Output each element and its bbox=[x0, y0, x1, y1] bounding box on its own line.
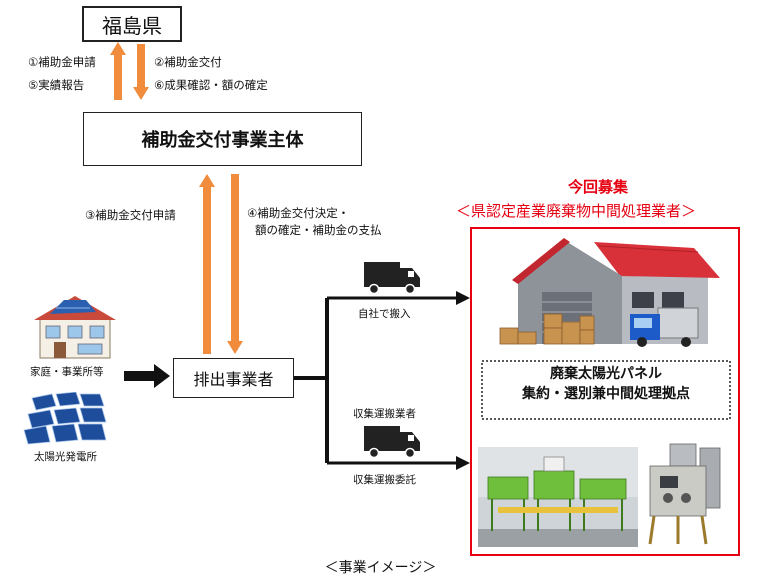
fukushima-prefecture-box: 福島県 bbox=[82, 6, 182, 42]
hub-label-frame bbox=[481, 360, 731, 420]
subsidy-entity-box: 補助金交付事業主体 bbox=[83, 112, 362, 166]
diagram-caption: ＜事業イメージ＞ bbox=[324, 560, 437, 576]
recruit-title: 今回募集 bbox=[568, 178, 629, 196]
hub-label-line2: 集約・選別兼中間処理拠点 bbox=[522, 386, 690, 403]
self-transport-label: 自社で搬入 bbox=[358, 308, 411, 320]
solar-panel-icon bbox=[22, 392, 114, 446]
arrow-up-grant-application bbox=[199, 174, 215, 354]
arrow-down-grant-payment bbox=[227, 174, 243, 354]
recruit-subtitle: ＜県認定産業廃棄物中間処理業者＞ bbox=[456, 202, 697, 220]
processing-line-photo bbox=[478, 447, 638, 547]
arrow-down-grant bbox=[133, 44, 149, 100]
house-icon bbox=[34, 292, 116, 360]
truck-icon bbox=[362, 260, 422, 294]
separator-machine-photo bbox=[640, 440, 732, 548]
arrow-household-to-emitter bbox=[124, 364, 170, 388]
label-grant-application: ③補助金交付申請 bbox=[85, 208, 176, 222]
recruit-frame bbox=[470, 227, 740, 556]
hub-label-line1: 廃棄太陽光パネル bbox=[550, 366, 662, 382]
consign-label: 収集運搬委託 bbox=[353, 474, 416, 486]
collector-label: 収集運搬業者 bbox=[353, 408, 416, 420]
subsidy-entity-label: 補助金交付事業主体 bbox=[141, 130, 304, 151]
household-label: 家庭・事業所等 bbox=[30, 366, 104, 378]
label-apply: ①補助金申請 ⑤実績報告 bbox=[28, 55, 96, 92]
emitter-box: 排出事業者 bbox=[173, 358, 294, 398]
solar-plant-label: 太陽光発電所 bbox=[34, 451, 97, 463]
arrow-up-application bbox=[110, 42, 126, 100]
label-grant: ②補助金交付 ⑥成果確認・額の確定 bbox=[154, 55, 268, 92]
arrow-emitter-to-hub bbox=[294, 291, 470, 470]
truck-icon bbox=[362, 424, 422, 458]
warehouse-illustration bbox=[498, 236, 726, 354]
emitter-label: 排出事業者 bbox=[193, 370, 274, 389]
hub-label: 廃棄太陽光パネル 集約・選別兼中間処理拠点 bbox=[482, 364, 730, 405]
label-grant-decision: ④補助金交付決定・ 額の確定・補助金の支払 bbox=[247, 206, 382, 237]
fukushima-label: 福島県 bbox=[102, 13, 162, 38]
